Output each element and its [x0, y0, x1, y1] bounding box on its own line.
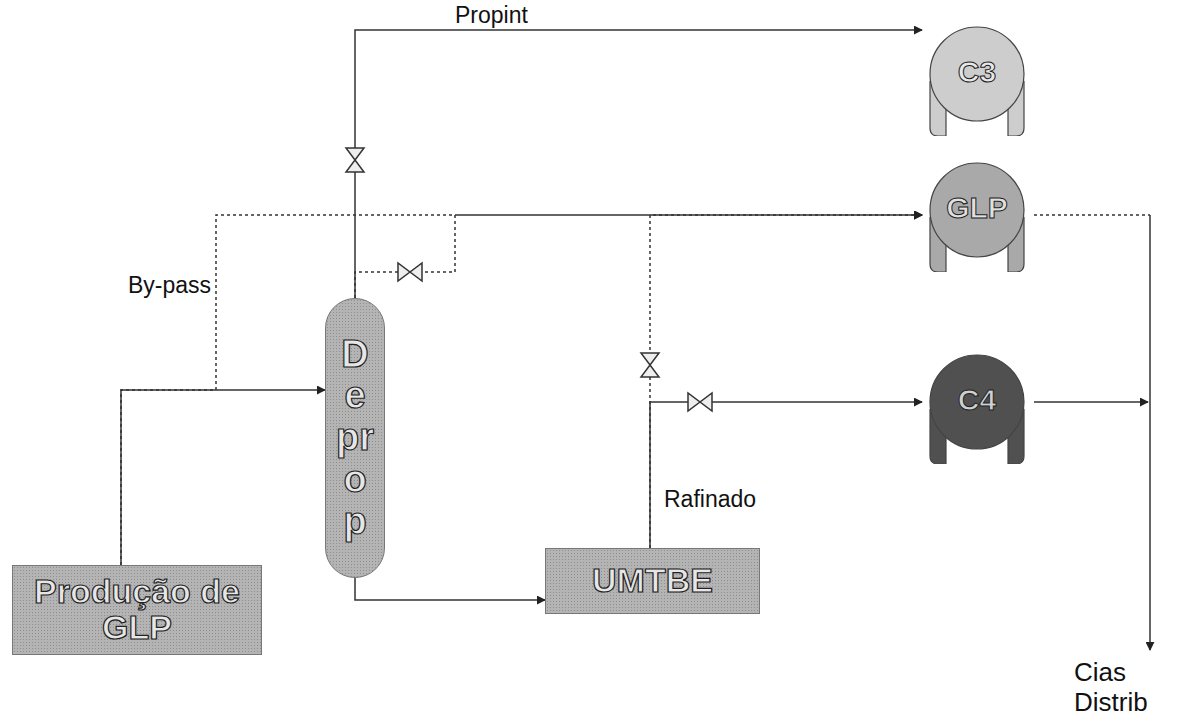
tank-label: C4	[922, 383, 1032, 417]
column-vessel: Deprop	[325, 298, 385, 578]
pipe-line	[650, 402, 922, 548]
pipe-line	[121, 215, 922, 565]
process-box: UMTBE	[545, 548, 760, 614]
pipe-line	[121, 390, 325, 565]
c4-outlet-line	[1034, 401, 1148, 403]
node-label: Deprop	[336, 334, 374, 543]
destination-label: Cias Distrib	[1074, 658, 1178, 718]
distribution-line	[1149, 215, 1151, 650]
node-label: UMTBE	[592, 563, 713, 599]
valve-symbol	[688, 393, 712, 411]
distribution-line	[1034, 214, 1150, 216]
pipe-line	[355, 215, 922, 298]
tank-label: GLP	[922, 191, 1032, 225]
storage-sphere: C4	[922, 352, 1032, 464]
tank-label: C3	[922, 55, 1032, 89]
node-label: Produção de GLP	[13, 574, 261, 645]
stream-label: Rafinado	[664, 486, 756, 513]
stream-label: Propint	[455, 2, 528, 29]
valve-symbol	[346, 148, 364, 172]
storage-sphere: GLP	[922, 160, 1032, 272]
stream-label: By-pass	[128, 272, 211, 299]
process-box: Produção de GLP	[12, 565, 262, 655]
pipe-line	[355, 30, 922, 298]
pipe-line	[650, 215, 922, 548]
valve-symbol	[398, 263, 422, 281]
pipe-line	[355, 578, 545, 600]
storage-sphere: C3	[922, 24, 1032, 136]
valve-symbol	[641, 353, 659, 377]
